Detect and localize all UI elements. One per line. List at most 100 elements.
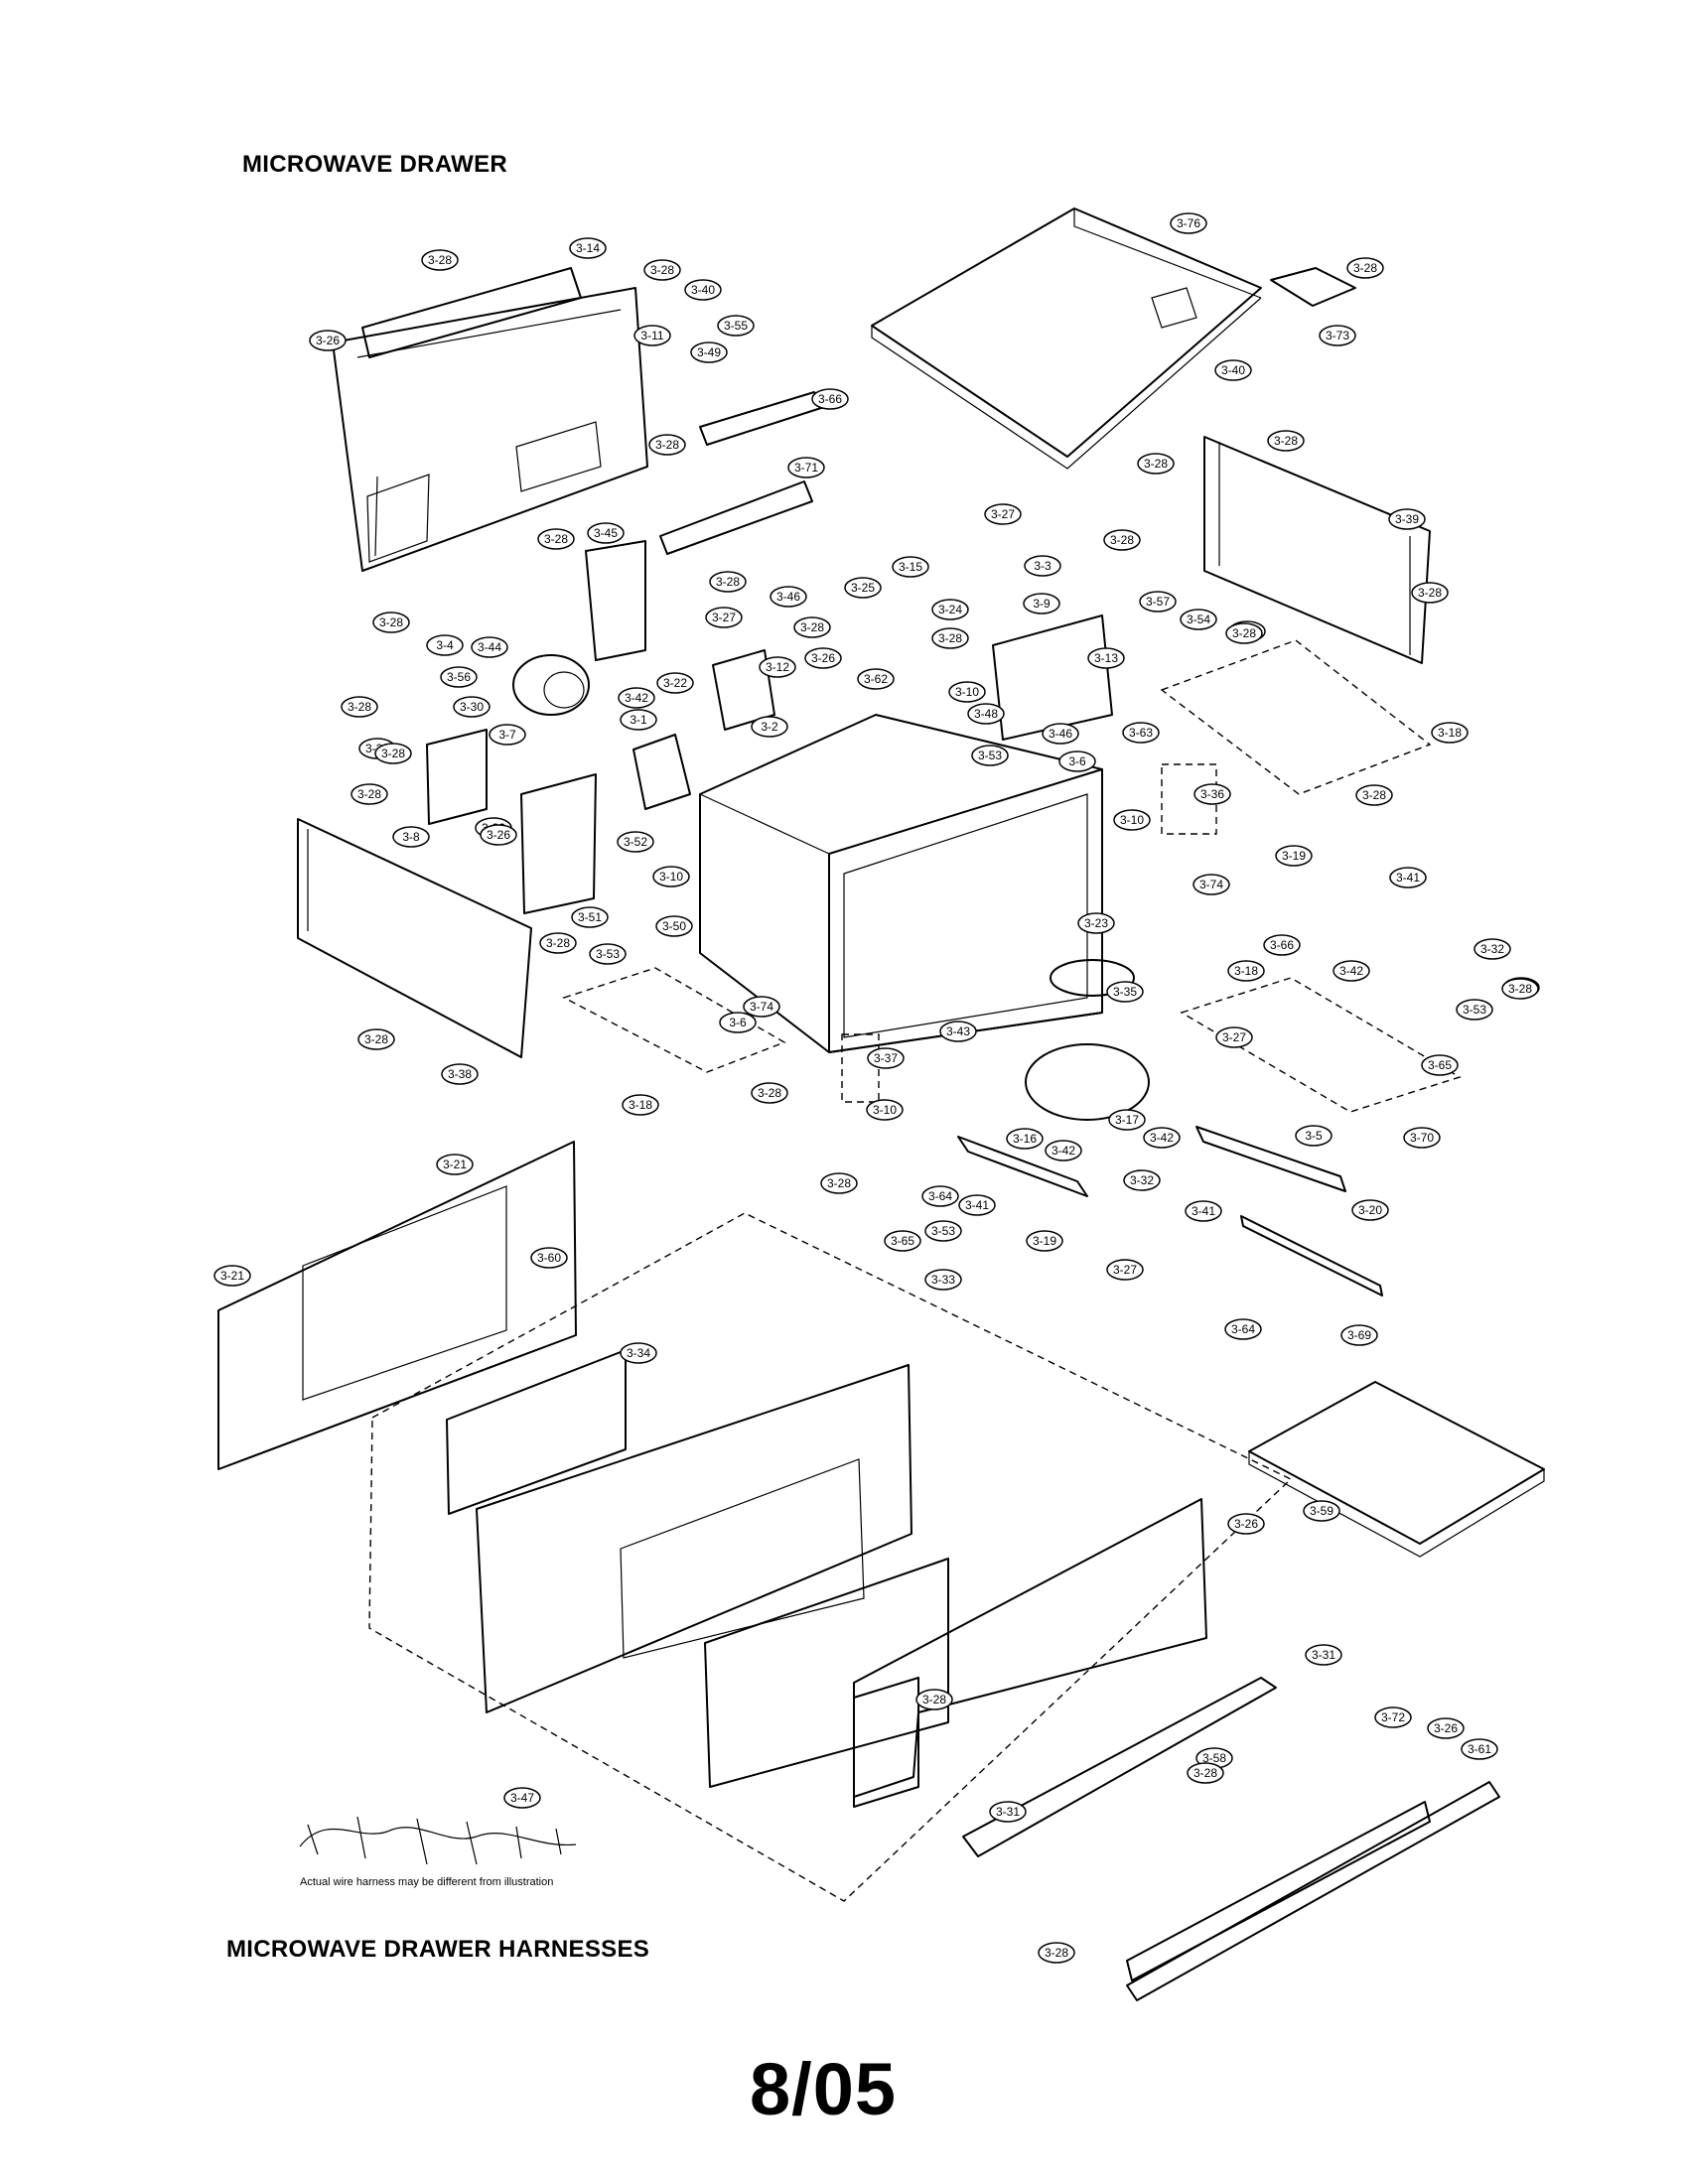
callout-label: 3-64: [1231, 1322, 1255, 1336]
callout-3-53: 3-53: [589, 943, 627, 965]
rail-bracket-right: [1195, 1126, 1346, 1192]
callout-3-10: 3-10: [652, 866, 690, 887]
callout-label: 3-28: [1353, 261, 1377, 275]
callout-3-28: 3-28: [793, 616, 831, 638]
callout-3-10: 3-10: [866, 1099, 904, 1121]
callout-3-35: 3-35: [1106, 981, 1144, 1003]
callout-label: 3-65: [891, 1234, 914, 1248]
callout-label: 3-26: [316, 334, 340, 347]
callout-label: 3-28: [650, 263, 674, 277]
callout-3-28: 3-28: [1501, 978, 1539, 1000]
callout-3-2: 3-2: [751, 716, 788, 738]
callout-3-31: 3-31: [1305, 1644, 1342, 1666]
callout-label: 3-57: [1146, 595, 1170, 609]
callout-3-22: 3-22: [656, 672, 694, 694]
callout-label: 3-27: [712, 611, 736, 624]
callout-3-28: 3-28: [1346, 257, 1384, 279]
callout-3-28: 3-28: [539, 932, 577, 954]
callout-label: 3-43: [946, 1024, 970, 1038]
callout-3-28: 3-28: [1187, 1762, 1224, 1784]
callout-label: 3-28: [800, 620, 824, 634]
rail-bracket: [957, 1136, 1088, 1197]
callout-3-28: 3-28: [648, 434, 686, 456]
slide-rail: [1240, 1215, 1383, 1297]
callout-label: 3-28: [1110, 533, 1134, 547]
callout-label: 3-18: [1234, 964, 1258, 978]
callout-3-44: 3-44: [471, 636, 508, 658]
callout-label: 3-59: [1310, 1504, 1333, 1518]
handle-bracket: [1126, 1801, 1431, 1981]
callout-label: 3-1: [630, 713, 647, 727]
callout-label: 3-19: [1282, 849, 1306, 863]
callout-3-28: 3-28: [1267, 430, 1305, 452]
callout-label: 3-7: [498, 728, 516, 742]
callout-3-27: 3-27: [1106, 1259, 1144, 1281]
callout-3-53: 3-53: [1456, 999, 1493, 1021]
callout-3-34: 3-34: [620, 1342, 657, 1364]
callout-label: 3-10: [873, 1103, 897, 1117]
diagram-title: MICROWAVE DRAWER: [242, 151, 508, 178]
callout-label: 3-8: [402, 830, 420, 844]
callout-3-64: 3-64: [921, 1185, 959, 1207]
door-lower: [853, 1677, 919, 1808]
callout-label: 3-28: [1232, 626, 1256, 640]
callout-3-28: 3-28: [931, 627, 969, 649]
roller-ring: [1050, 959, 1135, 997]
callout-3-28: 3-28: [751, 1082, 788, 1104]
callout-label: 3-32: [1130, 1173, 1154, 1187]
callout-3-24: 3-24: [931, 599, 969, 620]
front-frame: [217, 1141, 577, 1470]
magnetron: [712, 649, 775, 731]
callout-label: 3-31: [1312, 1648, 1335, 1662]
callout-3-41: 3-41: [1185, 1200, 1222, 1222]
wire-harness: [299, 1816, 577, 1865]
callout-label: 3-70: [1410, 1131, 1434, 1145]
callout-3-56: 3-56: [440, 666, 478, 688]
callout-3-21: 3-21: [436, 1154, 474, 1175]
fan-duct: [585, 540, 646, 661]
glass-tray: [1248, 1381, 1545, 1545]
callout-3-61: 3-61: [1461, 1738, 1498, 1760]
callout-3-42: 3-42: [1045, 1140, 1082, 1161]
callout-3-59: 3-59: [1303, 1500, 1340, 1522]
callout-label: 3-42: [1150, 1131, 1174, 1145]
callout-label: 3-9: [1033, 597, 1051, 611]
callout-label: 3-49: [697, 345, 721, 359]
callout-3-11: 3-11: [633, 325, 671, 346]
callout-3-28: 3-28: [421, 249, 459, 271]
callout-label: 3-12: [766, 660, 789, 674]
left-side-panel: [297, 818, 532, 1058]
callout-3-71: 3-71: [787, 457, 825, 478]
door-panel: [853, 1498, 1207, 1798]
callout-label: 3-36: [1200, 787, 1224, 801]
callout-3-26: 3-26: [1227, 1513, 1265, 1535]
callout-3-17: 3-17: [1108, 1109, 1146, 1131]
callout-label: 3-10: [659, 870, 683, 884]
callout-3-28: 3-28: [341, 696, 378, 718]
callout-3-14: 3-14: [569, 237, 607, 259]
callout-label: 3-54: [1187, 613, 1210, 626]
callout-3-69: 3-69: [1340, 1324, 1378, 1346]
callout-label: 3-26: [1234, 1517, 1258, 1531]
callout-3-65: 3-65: [1421, 1054, 1459, 1076]
callout-3-25: 3-25: [844, 577, 882, 599]
callout-3-76: 3-76: [1170, 212, 1207, 234]
callout-3-28: 3-28: [351, 783, 388, 805]
callout-label: 3-65: [1428, 1058, 1452, 1072]
callout-3-16: 3-16: [1006, 1128, 1044, 1150]
callout-3-26: 3-26: [1427, 1717, 1465, 1739]
callout-3-7: 3-7: [489, 724, 526, 746]
callout-label: 3-28: [348, 700, 371, 714]
callout-label: 3-21: [220, 1269, 244, 1283]
callout-3-48: 3-48: [967, 703, 1005, 725]
callout-3-33: 3-33: [924, 1269, 962, 1291]
callout-3-30: 3-30: [453, 696, 491, 718]
callout-3-53: 3-53: [971, 745, 1009, 766]
callout-label: 3-28: [544, 532, 568, 546]
page-number: 8/05: [750, 2048, 898, 2130]
callout-label: 3-46: [776, 590, 800, 604]
callout-label: 3-28: [1045, 1946, 1068, 1960]
callout-label: 3-62: [864, 672, 888, 686]
harness-section-title: MICROWAVE DRAWER HARNESSES: [226, 1936, 650, 1963]
